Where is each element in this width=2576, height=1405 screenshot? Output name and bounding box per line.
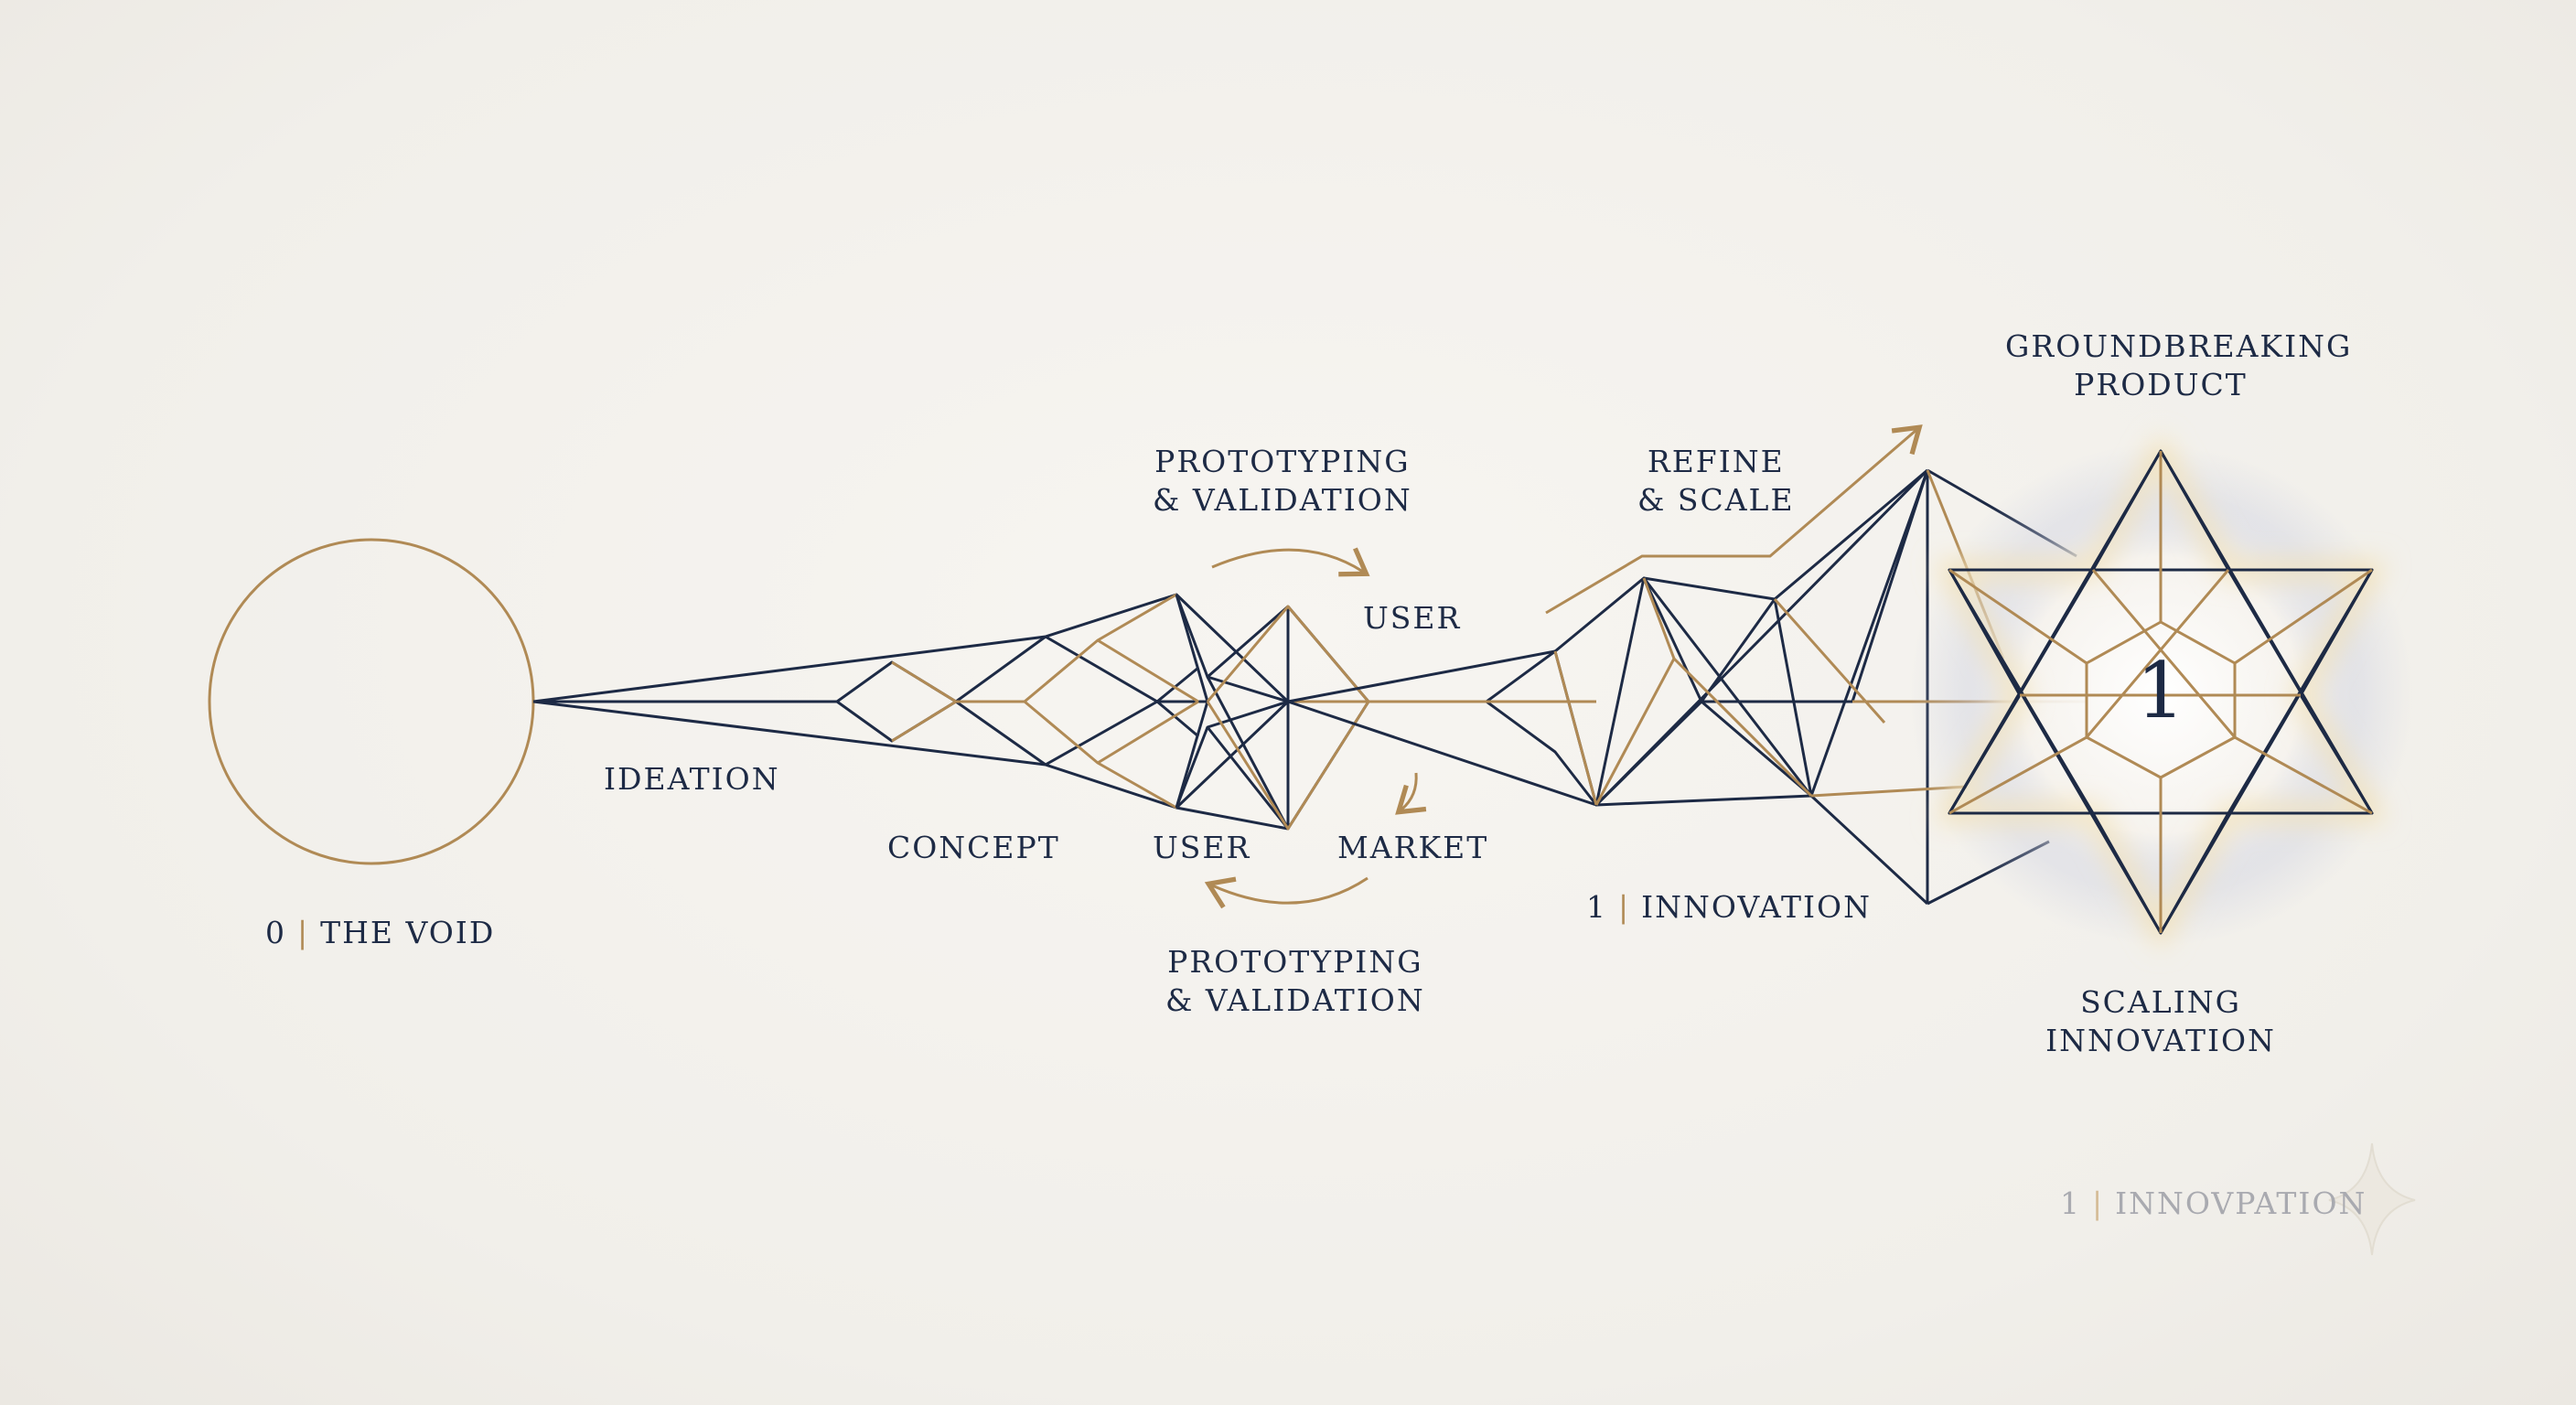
- label-groundbreaking-product: GROUNDBREAKING PRODUCT: [2005, 327, 2353, 404]
- refine-arrow: [1545, 424, 1923, 615]
- proto-bottom-line2: & VALIDATION: [1165, 982, 1425, 1018]
- proto-top-arrow: [1211, 547, 1370, 577]
- footer-label: 1 | INNOVPATION: [2060, 1185, 2367, 1223]
- sparkle-icon: [2328, 1142, 2416, 1256]
- innovation-text: INNOVATION: [1641, 889, 1872, 925]
- label-user-upper: USER: [1363, 600, 1462, 636]
- scaling-line2: INNOVATION: [2045, 1023, 2276, 1058]
- scaling-line1: SCALING: [2080, 984, 2241, 1020]
- refine-line2: & SCALE: [1637, 482, 1795, 518]
- void-number: 0: [265, 915, 286, 950]
- proto-bottom-arrow: [1204, 876, 1368, 909]
- label-refine-scale: REFINE & SCALE: [1637, 443, 1795, 520]
- label-innovation: 1 | INNOVATION: [1586, 888, 1872, 927]
- proto-top-line2: & VALIDATION: [1153, 482, 1412, 518]
- label-the-void: 0 | THE VOID: [265, 914, 495, 952]
- divider: |: [297, 915, 310, 950]
- label-concept: CONCEPT: [887, 830, 1060, 865]
- prototyping-diamond: [1175, 594, 1370, 831]
- groundbreaking-line2: PRODUCT: [2074, 367, 2248, 402]
- void-text: THE VOID: [320, 915, 496, 950]
- market-arrow: [1395, 772, 1427, 815]
- label-user-lower: USER: [1153, 830, 1251, 865]
- innovation-number: 1: [1586, 889, 1607, 925]
- refine-line1: REFINE: [1647, 444, 1785, 479]
- void-circle: [208, 538, 535, 865]
- footer-text: INNOVPATION: [2115, 1185, 2367, 1221]
- label-prototyping-top: PROTOTYPING & VALIDATION: [1153, 443, 1412, 520]
- proto-top-line1: PROTOTYPING: [1154, 444, 1411, 479]
- innovation-star: [1948, 449, 2374, 935]
- divider: |: [2092, 1185, 2105, 1221]
- ideation-cone: [532, 593, 1290, 810]
- divider: |: [1618, 889, 1631, 925]
- footer-number: 1: [2060, 1185, 2081, 1221]
- groundbreaking-line1: GROUNDBREAKING: [2005, 328, 2353, 364]
- proto-bottom-line1: PROTOTYPING: [1167, 944, 1423, 980]
- star-number: 1: [2136, 646, 2185, 735]
- label-ideation: IDEATION: [604, 761, 780, 797]
- label-market: MARKET: [1337, 830, 1489, 865]
- label-prototyping-bottom: PROTOTYPING & VALIDATION: [1165, 943, 1425, 1020]
- label-scaling-innovation: SCALING INNOVATION: [2023, 983, 2298, 1060]
